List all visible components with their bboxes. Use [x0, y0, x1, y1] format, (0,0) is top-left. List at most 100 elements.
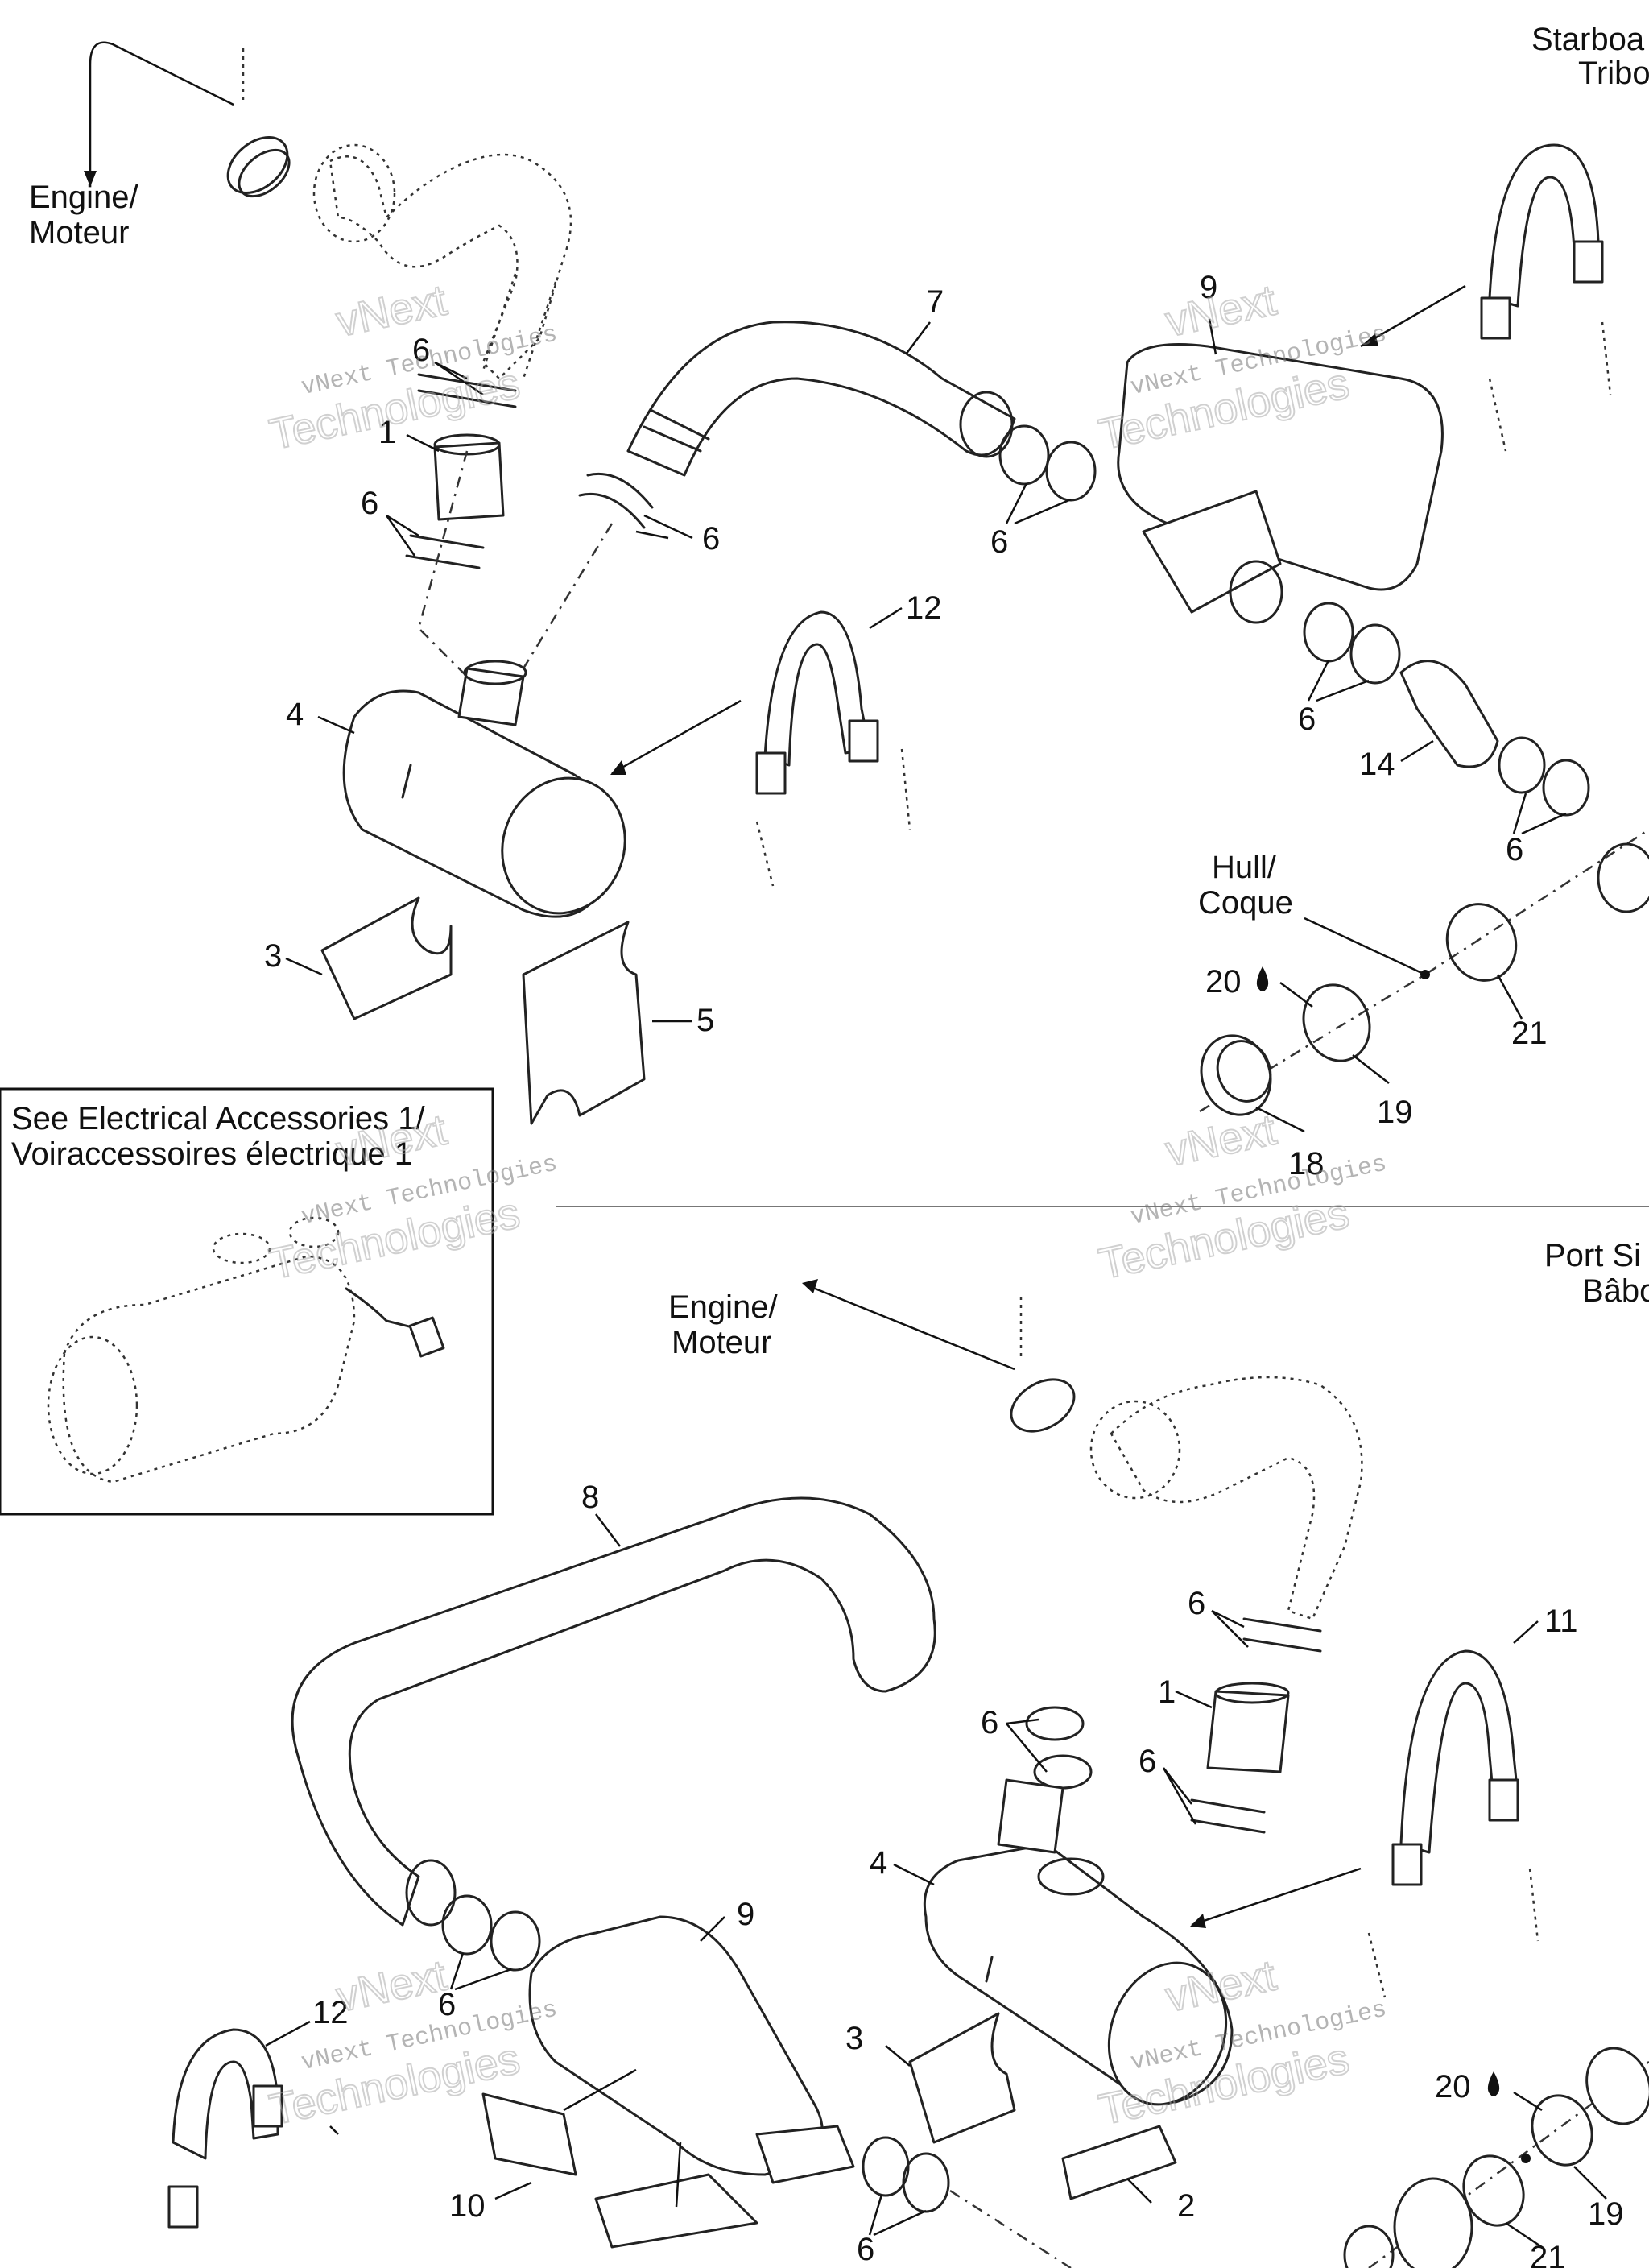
manifold-flange-bottom — [1089, 1400, 1181, 1500]
leader-11 — [1513, 1620, 1539, 1644]
manifold-flange — [312, 143, 396, 243]
callout-4: 4 — [286, 697, 304, 732]
callout-6-d: 6 — [990, 524, 1008, 560]
leader-2 — [1126, 2178, 1152, 2204]
hull-label-fr: Coque — [1198, 885, 1293, 921]
arrow-to-9 — [1360, 284, 1466, 348]
strap-top-right-buckle-a — [1480, 296, 1511, 340]
arrowhead-4-bottom — [1190, 1914, 1206, 1928]
port-label-fr: Bâbo — [1582, 1273, 1649, 1309]
part-10-pad — [481, 2092, 577, 2176]
leader-6-b-a — [1211, 1609, 1249, 1648]
manifold-tube — [481, 273, 557, 379]
callout-4-b: 4 — [870, 1845, 887, 1881]
part-1-sleeve-bottom — [1206, 1690, 1290, 1773]
watermark-4: vNext vNext Technologies Technologies — [1094, 1105, 1389, 1290]
callout-20-b: 20 — [1435, 2069, 1471, 2105]
callout-20: 20 — [1205, 964, 1242, 999]
part-7-hose — [626, 321, 1016, 477]
arrowhead-9 — [1361, 333, 1378, 346]
clamp-6-f — [1498, 736, 1546, 794]
clamp-6-c — [578, 472, 654, 529]
callout-6-f: 6 — [1506, 832, 1523, 867]
centerline-b — [522, 523, 614, 669]
hull-leader — [1304, 917, 1426, 976]
strap-11-buckle-a — [1391, 1843, 1423, 1886]
arrowhead-4 — [610, 760, 626, 775]
engine-clamp-inner — [238, 148, 291, 198]
starboard-label-fr: Tribo — [1578, 56, 1649, 91]
leader-6a — [434, 361, 484, 396]
leader-12-b — [265, 2020, 311, 2047]
electrical-box — [0, 1087, 494, 1516]
leader-10 — [494, 2181, 532, 2200]
leader-4-b — [893, 1863, 935, 1886]
engine-arrow-bottom — [804, 1283, 1015, 1371]
leader-6-b-b — [1006, 1718, 1048, 1773]
arrowhead-engine-bottom — [802, 1279, 818, 1293]
see-electrical-label: See Electrical Accessories 1/ — [11, 1101, 425, 1136]
part-1-sleeve — [433, 441, 505, 521]
callout-6-b-d: 6 — [438, 1987, 456, 2022]
leader-3-b — [885, 2045, 911, 2067]
callout-12: 12 — [906, 590, 942, 626]
callout-9: 9 — [1200, 270, 1217, 305]
part-9-outlet-bottom — [755, 2125, 855, 2184]
leader-21-b — [1505, 2221, 1543, 2249]
bracket-hardware-bottom — [1367, 1868, 1539, 1998]
watermark-vnext: vNext — [1161, 1106, 1280, 1176]
clamp-6-b — [1045, 441, 1097, 502]
engine-label-bottom-fr: Moteur — [672, 1325, 772, 1360]
callout-3-b: 3 — [845, 2021, 863, 2056]
bracket-hardware-top — [755, 748, 911, 887]
clamp-6-bottom-e — [1025, 1706, 1085, 1741]
part-18-nut-inner — [1216, 1040, 1272, 1103]
leader-7 — [905, 321, 931, 355]
muffler-bottom-tick — [985, 1956, 994, 1983]
leader-6-b-d — [449, 1952, 512, 1991]
leader-12 — [869, 606, 903, 630]
part-18-nut-bottom — [1585, 2047, 1649, 2125]
part-12-strap — [763, 610, 871, 767]
clamp-6-bottom-h — [902, 2152, 950, 2213]
lubricant-drop-icon — [1256, 966, 1269, 991]
hose-8-end — [405, 1859, 457, 1927]
part-14-hose — [1399, 660, 1499, 768]
callout-11: 11 — [1544, 1604, 1578, 1639]
strap-12-bottom-buckle-b — [252, 2084, 283, 2128]
callout-1-b: 1 — [1158, 1674, 1176, 1710]
callout-19-b: 19 — [1588, 2196, 1624, 2232]
arrow-to-4-bottom — [1191, 1867, 1362, 1927]
arrow-to-9-bottom — [329, 2068, 682, 2208]
muffler-bottom-inlet-b — [1037, 1857, 1105, 1896]
hose-bands — [643, 409, 710, 453]
hull-label: Hull/ — [1212, 850, 1277, 885]
callout-6-b-b: 6 — [981, 1705, 998, 1740]
fitting-bottom — [1393, 2177, 1473, 2268]
part-19-ring-bottom — [1531, 2094, 1593, 2167]
part-21-gasket — [1445, 903, 1518, 982]
leader-4 — [317, 715, 355, 735]
engine-direction-arrow — [89, 41, 234, 177]
engine-clamp-bottom — [1010, 1378, 1076, 1433]
callout-19: 19 — [1377, 1095, 1413, 1130]
callout-6-b: 6 — [361, 486, 378, 521]
leader-3 — [285, 957, 323, 976]
muffler-bottom-end — [1107, 1961, 1228, 2106]
starboard-assembly: Engine/ Moteur — [29, 22, 1649, 1182]
part-3-cradle — [320, 896, 453, 1020]
callout-8: 8 — [581, 1480, 599, 1515]
leader-6b — [385, 514, 419, 557]
strap-11-buckle-b — [1488, 1778, 1519, 1822]
engine-label-bottom: Engine/ — [668, 1289, 779, 1325]
leader-14 — [1400, 739, 1434, 763]
clamp-6-bottom-g — [862, 2136, 910, 2197]
part-3-cradle-bottom — [908, 2012, 1016, 2144]
outlet-opening — [1229, 560, 1283, 624]
callout-9-b: 9 — [737, 1897, 754, 1932]
bracket-hardware-right — [1488, 321, 1612, 452]
strap-12-bottom-buckle-a — [167, 2185, 199, 2229]
leader-8 — [595, 1513, 621, 1547]
arrowhead — [84, 171, 97, 187]
